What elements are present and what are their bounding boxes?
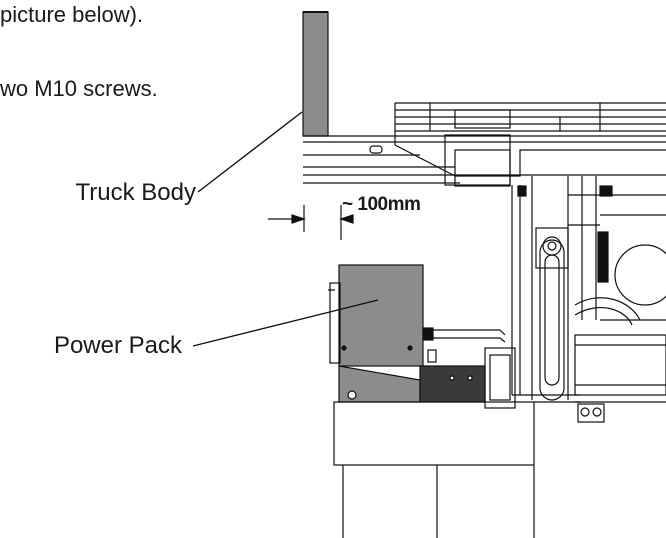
truck-body-panel xyxy=(302,11,329,137)
lower-structure xyxy=(333,394,580,538)
intro-text-line1: picture below). xyxy=(0,2,144,27)
dimension-label: ~ 100mm xyxy=(342,194,421,215)
power-pack xyxy=(328,264,516,409)
truck-body-leader xyxy=(197,111,303,193)
truck-body-floor xyxy=(303,135,666,184)
intro-text-line2: wo M10 screws. xyxy=(0,76,158,101)
lift-cylinder xyxy=(511,176,613,401)
power-pack-leader xyxy=(192,299,379,347)
dimension-lines xyxy=(268,205,354,240)
lift-frame xyxy=(574,194,666,423)
power-pack-label: Power Pack xyxy=(53,332,182,359)
truck-body-label: Truck Body xyxy=(75,179,196,206)
lift-platform xyxy=(394,102,666,187)
